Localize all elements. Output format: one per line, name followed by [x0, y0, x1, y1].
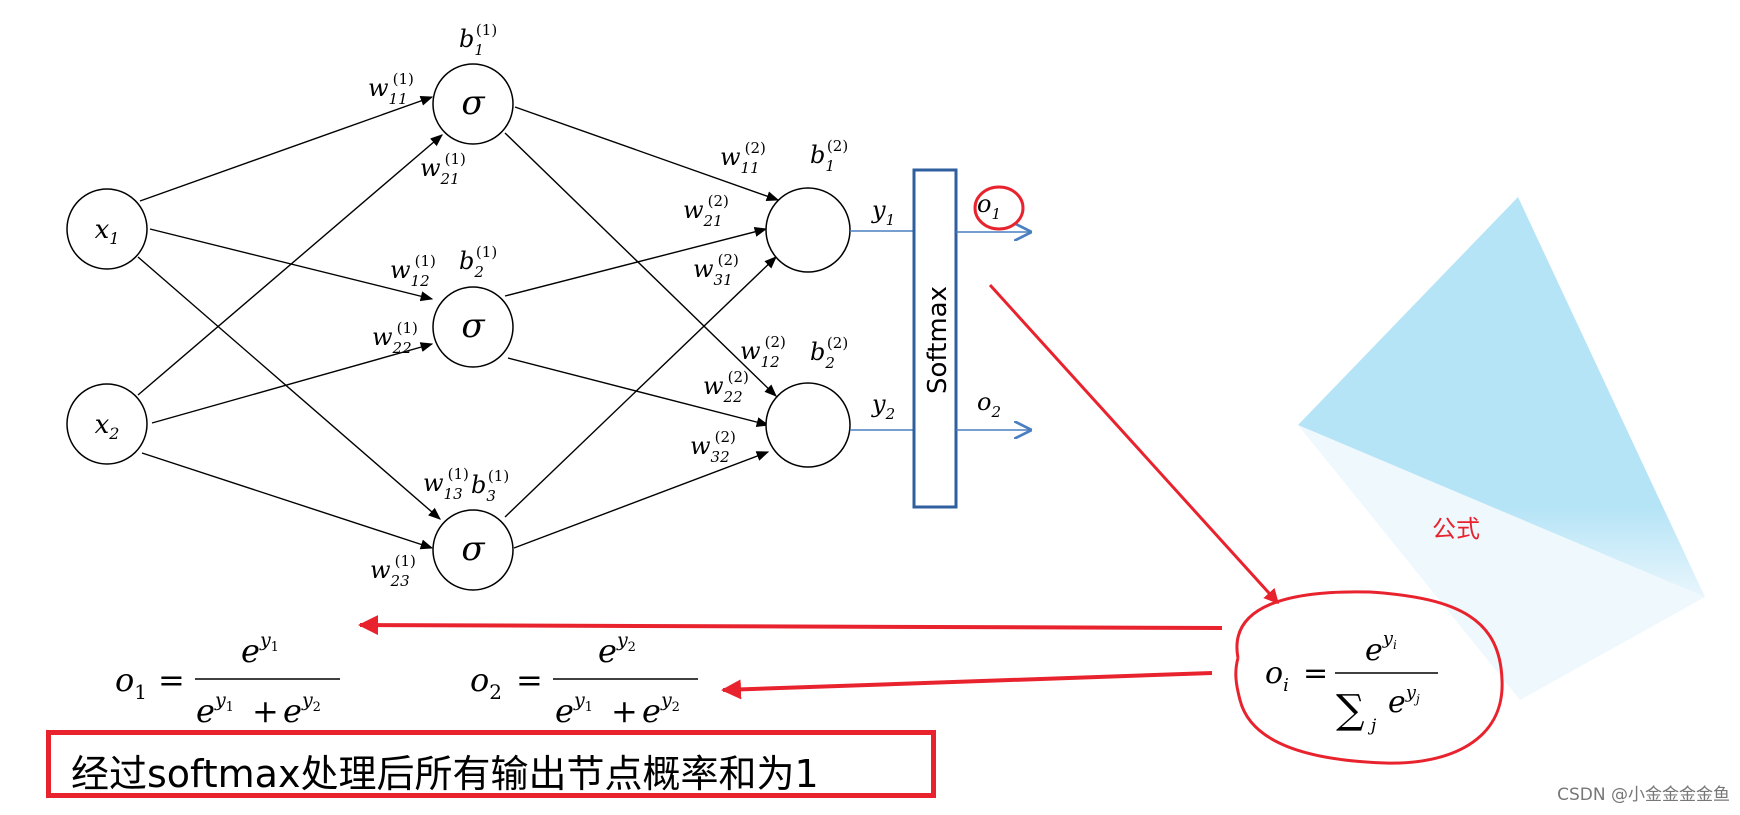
- weight-w12-2: w12(2): [740, 333, 786, 371]
- weight-w21-1: w21(1): [420, 150, 466, 188]
- weight-w22-1: w22(1): [372, 319, 418, 357]
- svg-text:oi: oi: [1265, 656, 1289, 696]
- output-node-1: [765, 187, 851, 273]
- label-y1: y1: [871, 196, 895, 229]
- svg-text:σ: σ: [461, 83, 485, 123]
- hidden-node-3: σ: [432, 509, 514, 591]
- svg-text:o1: o1: [115, 661, 147, 704]
- general-softmax-formula: oi = eyi ∑ j eyj: [1265, 628, 1438, 736]
- label-o1: o1: [977, 190, 1001, 223]
- svg-text:=: =: [1303, 656, 1328, 691]
- y-connections: [850, 230, 914, 431]
- hidden-node-1: σ: [432, 63, 514, 145]
- svg-text:ey2: ey2: [283, 689, 321, 730]
- weight-w11-2: w11(2): [720, 139, 766, 177]
- weight-w23-1: w23(1): [370, 552, 416, 590]
- softmax-block: Softmax: [912, 168, 958, 509]
- svg-text:=: =: [516, 661, 543, 699]
- formula-tag: 公式: [1432, 515, 1480, 543]
- formula-o2: o2 = ey2 ey1 + ey2: [470, 629, 698, 730]
- decorative-triangle: [1298, 197, 1705, 597]
- label-o2: o2: [977, 388, 1001, 421]
- output-arrows: [956, 232, 1030, 430]
- hidden-node-2: σ: [432, 286, 514, 368]
- bias-b1-1: b1(1): [459, 21, 497, 59]
- svg-text:x1: x1: [95, 215, 120, 248]
- o1-highlight-circle: [973, 185, 1025, 231]
- svg-text:eyj: eyj: [1388, 682, 1420, 720]
- csdn-watermark: CSDN @小金金金金鱼: [1557, 785, 1730, 805]
- bias-b2-2: b2(2): [810, 334, 848, 372]
- svg-text:=: =: [158, 661, 185, 699]
- svg-text:ey2: ey2: [642, 689, 680, 730]
- summary-caption: 经过softmax处理后所有输出节点概率和为1: [46, 730, 936, 798]
- svg-text:σ: σ: [461, 306, 485, 346]
- weight-w22-2: w22(2): [703, 368, 749, 406]
- formula-highlight-loop: [1234, 590, 1504, 765]
- svg-text:o2: o2: [470, 661, 502, 704]
- svg-text:j: j: [1367, 716, 1377, 736]
- weight-w32-2: w32(2): [690, 428, 736, 466]
- weight-w31-2: w31(2): [693, 251, 739, 289]
- svg-text:+: +: [252, 692, 279, 730]
- bias-b2-1: b2(1): [459, 243, 497, 281]
- svg-text:∑: ∑: [1336, 687, 1365, 733]
- svg-text:ey1: ey1: [196, 689, 234, 730]
- weight-w12-1: w12(1): [390, 252, 436, 290]
- label-y2: y2: [871, 390, 895, 423]
- bias-b3-1: b3(1): [471, 467, 509, 505]
- svg-text:ey2: ey2: [598, 629, 636, 670]
- weight-w11-1: w11(1): [368, 70, 414, 108]
- svg-text:ey1: ey1: [241, 629, 279, 670]
- red-arrow-to-o2: [721, 671, 1213, 700]
- red-arrow-to-formula: [988, 283, 1280, 605]
- svg-text:eyi: eyi: [1365, 628, 1397, 668]
- weight-w21-2: w21(2): [683, 192, 729, 230]
- svg-text:σ: σ: [461, 529, 485, 569]
- svg-text:Softmax: Softmax: [923, 286, 953, 394]
- decorative-triangle-fade: [1298, 425, 1705, 700]
- svg-text:x2: x2: [95, 410, 120, 443]
- svg-text:+: +: [611, 692, 638, 730]
- layer1-connections: [137, 96, 443, 550]
- layer2-connections: [504, 106, 780, 549]
- red-arrow-to-o1: [358, 615, 1223, 636]
- formula-o1: o1 = ey1 ey1 + ey2: [115, 629, 340, 730]
- svg-text:ey1: ey1: [555, 689, 593, 730]
- output-node-2: [765, 382, 851, 468]
- input-node-x2: x2: [66, 383, 148, 465]
- input-node-x1: x1: [66, 188, 148, 270]
- weight-w13-1: w13(1): [423, 465, 469, 503]
- bias-b1-2: b1(2): [810, 137, 848, 175]
